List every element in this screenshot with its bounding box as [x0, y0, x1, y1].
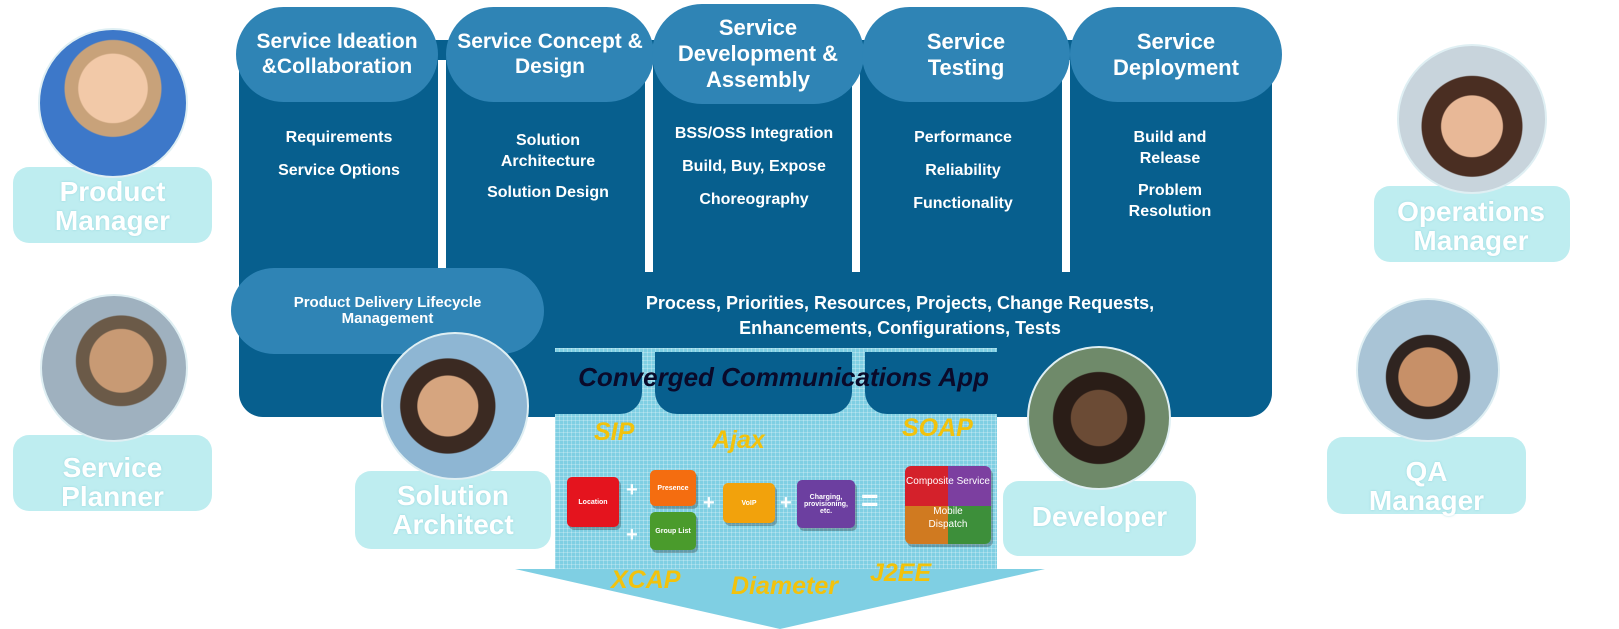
voip-block: VoIP	[723, 483, 775, 523]
role-box	[355, 471, 551, 549]
protocol-label: SOAP	[902, 414, 973, 442]
composite-label: Mobile Dispatch	[928, 506, 968, 530]
lifecycle-management-pill: Product Delivery Lifecycle Management	[231, 268, 544, 354]
location-block: Location	[567, 477, 619, 527]
role-label-solution-architect: Solution Architect	[392, 480, 514, 541]
operations-manager-avatar	[1397, 44, 1547, 194]
qa-manager-avatar	[1356, 298, 1500, 442]
phase-5-item: Problem Resolution	[1128, 182, 1212, 220]
presence-block-label: Presence	[657, 484, 689, 492]
protocol-label: Ajax	[712, 426, 765, 454]
role-box	[13, 435, 212, 511]
phase-5-item: Build and Release	[1133, 129, 1207, 167]
role-label-qa-manager: QA Manager	[1368, 456, 1485, 517]
product-manager-avatar	[38, 28, 188, 178]
protocol-label: XCAP	[611, 566, 681, 594]
lifecycle-management-label: Product Delivery Lifecycle Management	[293, 293, 482, 327]
phase-divider	[852, 60, 860, 272]
plus-icon: +	[780, 492, 792, 514]
phase-3-item: Choreography	[699, 191, 809, 208]
role-label-product-manager: Product Manager	[54, 176, 171, 237]
solution-architect-avatar	[381, 332, 529, 480]
phase-divider	[645, 60, 653, 272]
voip-block-label: VoIP	[741, 499, 757, 507]
plus-icon: +	[626, 524, 638, 546]
phase-2-title: Service Concept & Design	[446, 7, 654, 102]
panel-tab	[865, 352, 997, 414]
protocol-label: Diameter	[731, 572, 838, 600]
composite-label: Composite Service	[906, 476, 990, 487]
role-box	[1327, 437, 1526, 514]
protocol-label: SIP	[594, 418, 635, 446]
location-block-label: Location	[578, 498, 608, 506]
group-list-block-label: Group List	[655, 527, 691, 535]
role-label-service-planner: Service Planner	[61, 452, 164, 513]
phase-4-title: Service Testing	[862, 7, 1070, 102]
role-box	[1374, 186, 1570, 262]
plus-icon: +	[626, 479, 638, 501]
app-title: Converged Communications App	[578, 362, 989, 392]
plus-icon: +	[703, 492, 715, 514]
role-box	[13, 167, 212, 243]
panel-tab	[655, 352, 852, 414]
phase-1-item: Requirements	[285, 129, 393, 146]
protocol-label: J2EE	[870, 559, 932, 587]
role-label-operations-manager: Operations Manager	[1397, 196, 1545, 257]
phase-2-item: Solution Design	[487, 184, 609, 201]
developer-avatar	[1027, 346, 1171, 490]
phase-divider	[438, 60, 446, 272]
phase-2-item: Solution Architecture	[500, 132, 596, 170]
app-down-arrow	[515, 569, 1045, 629]
presence-block: Presence	[650, 470, 696, 506]
phase-1-item: Service Options	[278, 162, 400, 179]
composite-service-block: Composite Service Mobile Dispatch	[905, 466, 991, 544]
panel-tab	[555, 352, 642, 414]
role-box	[1003, 481, 1196, 556]
phase-4-item: Performance	[914, 129, 1012, 146]
process-description: Process, Priorities, Resources, Projects…	[645, 293, 1155, 338]
phase-1-title: Service Ideation &Collaboration	[236, 7, 438, 102]
phase-3-title: Service Development & Assembly	[652, 4, 864, 104]
group-list-block: Group List	[650, 512, 696, 550]
phase-4-item: Reliability	[925, 162, 1001, 179]
charging-block-label: Charging, provisioning, etc.	[804, 493, 848, 515]
phase-divider	[1062, 60, 1070, 272]
charging-block: Charging, provisioning, etc.	[797, 480, 855, 528]
equals-icon: =	[861, 484, 879, 517]
service-planner-avatar	[40, 294, 188, 442]
phase-5-title: Service Deployment	[1070, 7, 1282, 102]
phase-3-item: BSS/OSS Integration	[674, 125, 834, 142]
phase-3-item: Build, Buy, Expose	[682, 158, 826, 175]
role-label-developer: Developer	[1031, 501, 1168, 532]
phase-4-item: Functionality	[913, 195, 1013, 212]
